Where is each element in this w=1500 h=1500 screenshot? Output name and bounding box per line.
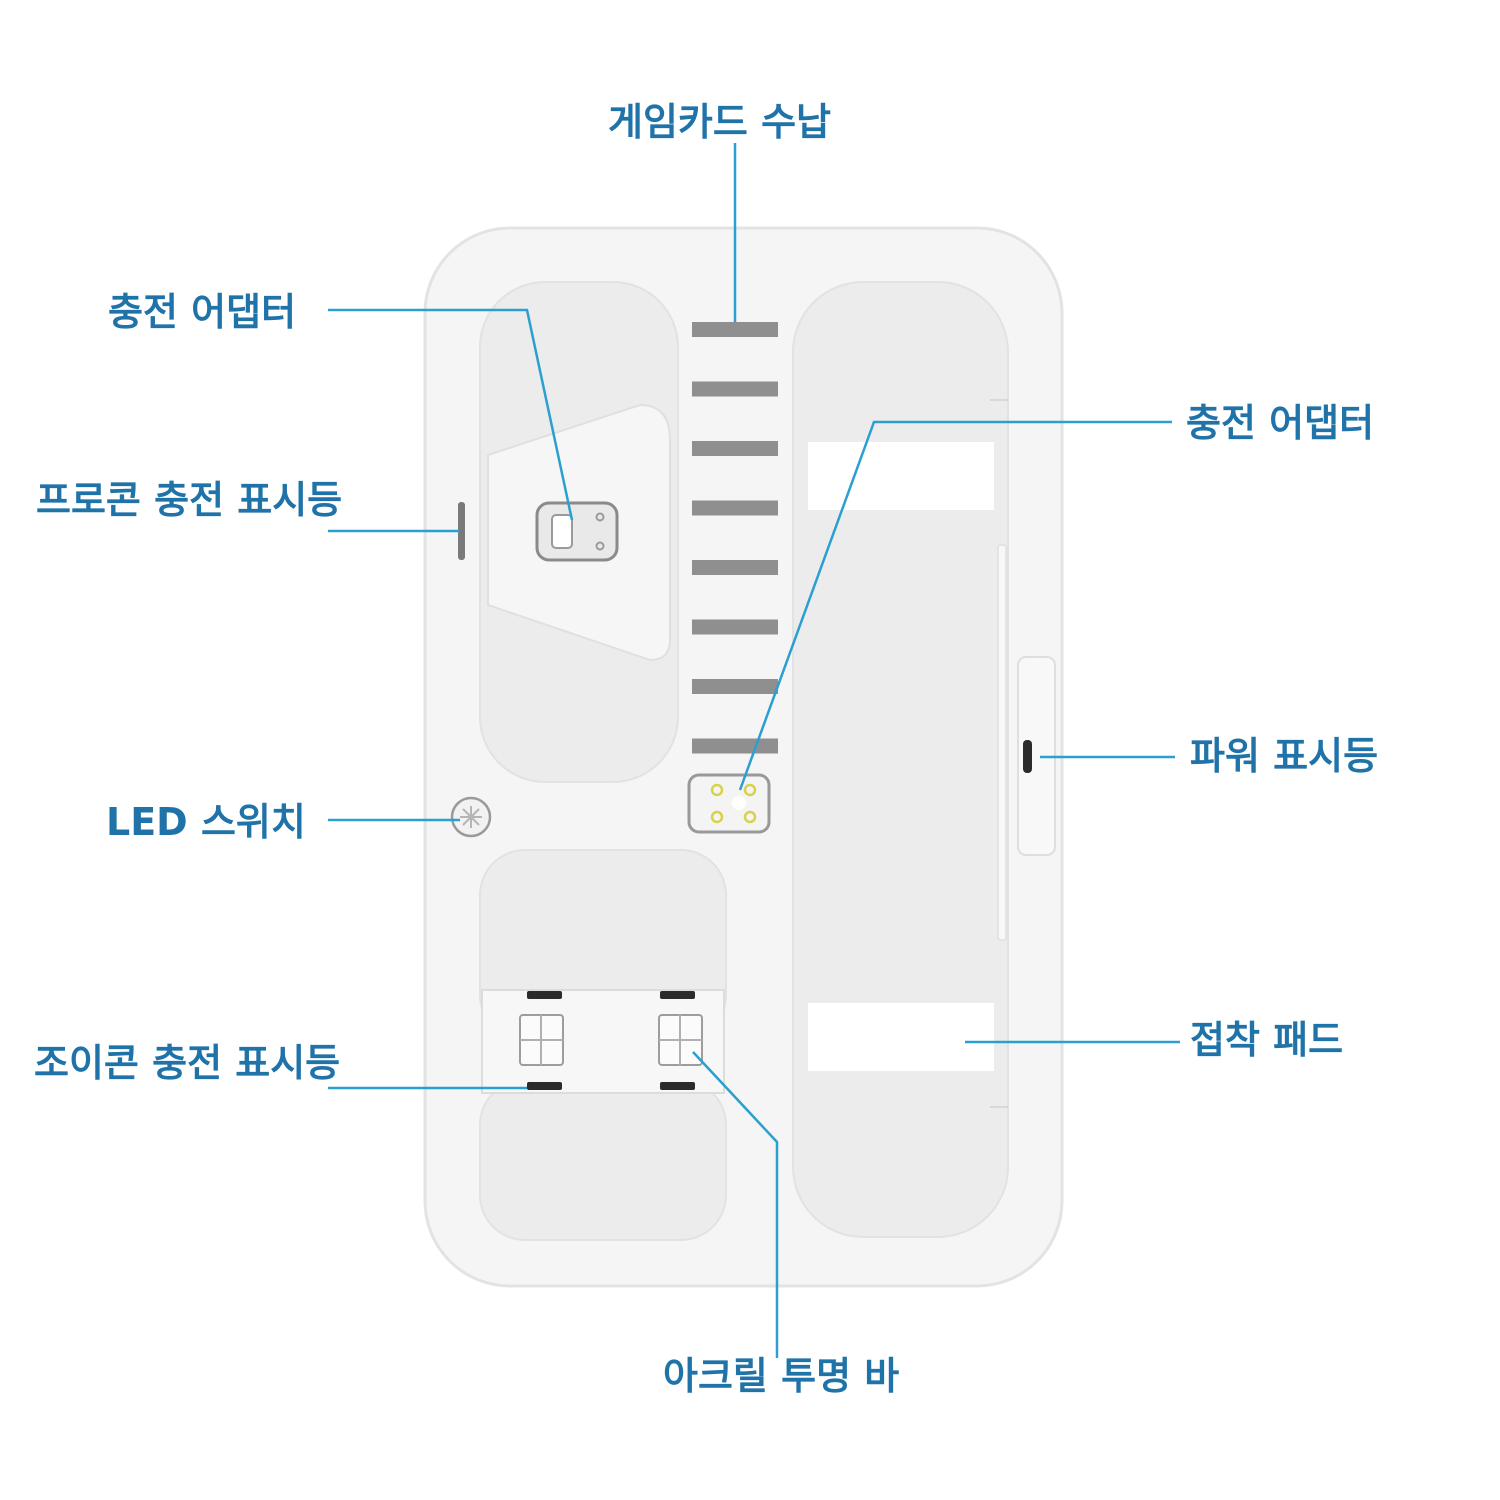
game-card-storage-label: 게임카드 수납 [608,100,831,144]
game-card-slot [692,738,778,754]
leader-lines [328,143,1180,1358]
adhesive-pad-lower [808,1003,994,1071]
adhesive-pad-label: 접착 패드 [1190,1018,1344,1062]
led-switch-label: LED 스위치 [106,800,306,844]
power-indicator-light [1023,740,1032,773]
switch-charging-adapter [687,773,771,834]
right-charging-adapter-label: 충전 어댑터 [1186,401,1375,445]
acrylic-bar-label: 아크릴 투명 바 [663,1354,900,1398]
game-card-slot [692,322,778,337]
game-card-slot [692,619,778,635]
joycon-charging-indicators [527,991,695,1090]
game-card-slot [692,500,778,516]
procon-charging-indicator-light [458,502,465,560]
joycon-charging-indicator-label: 조이콘 충전 표시등 [34,1041,341,1085]
procon-charging-indicator-label: 프로콘 충전 표시등 [36,478,343,522]
pro-controller-adapter-port [551,514,573,549]
game-card-slots [692,322,778,754]
console-tray [792,281,1009,1238]
pro-controller-charging-adapter [535,501,619,562]
game-card-slot [692,679,778,694]
joycon-well-lower [479,1079,727,1241]
led-switch-icon [460,806,482,828]
adhesive-pad-upper [808,442,994,510]
game-card-slot [692,441,778,456]
game-card-slot [692,381,778,397]
left-charging-adapter-label: 충전 어댑터 [108,290,297,334]
game-card-slot [692,560,778,575]
power-indicator-label: 파워 표시등 [1190,734,1379,778]
